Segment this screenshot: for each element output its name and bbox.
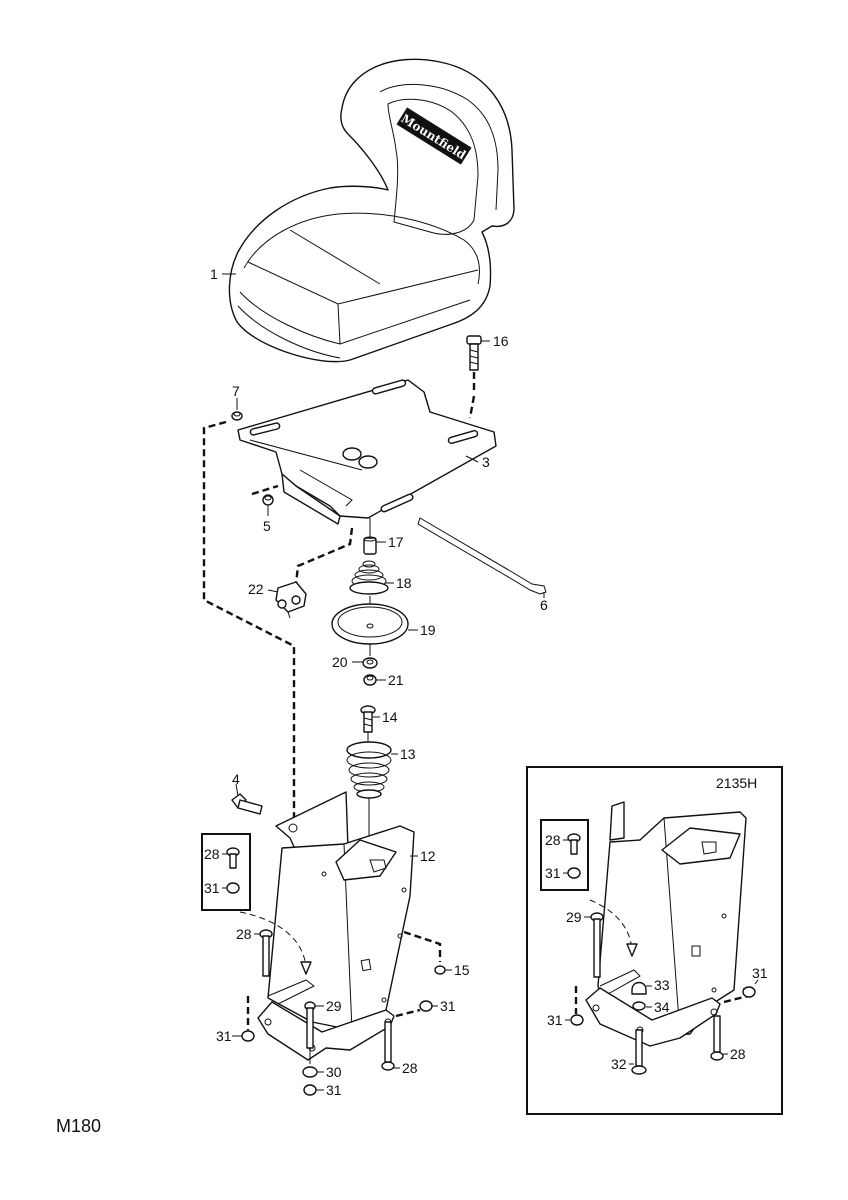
callout-13: 13	[400, 746, 416, 762]
inset-callout-34: 34	[654, 999, 670, 1015]
callout-17: 17	[388, 534, 404, 550]
inset-code: 2135H	[716, 775, 757, 791]
inset-nut-31-right	[742, 986, 756, 998]
callout-21: 21	[388, 672, 404, 688]
seat-bracket	[237, 379, 497, 525]
dashed-path-22	[294, 527, 354, 585]
bolt-14	[360, 705, 376, 733]
callout-31-right: 31	[440, 998, 456, 1014]
inset-nut-31-detail	[567, 867, 581, 879]
bolt-28	[259, 929, 273, 977]
callout-29: 29	[326, 998, 342, 1014]
detail-box	[201, 833, 251, 911]
bolt-4	[231, 793, 263, 815]
inset-nut-31-left	[570, 1014, 584, 1026]
lever-rod	[417, 517, 547, 595]
dashed-path-31-right	[395, 1008, 421, 1018]
callout-31-detail: 31	[204, 880, 220, 896]
inset-cap-33	[631, 981, 647, 995]
inset-washer-34	[632, 1001, 646, 1011]
callouts: 1 16 7 3 5 17 22 18 6 19 20 21 14 13 4 1…	[204, 266, 548, 1098]
nut-31-left	[241, 1030, 255, 1042]
callout-30: 30	[326, 1064, 342, 1080]
bolt-28-bottom	[381, 1021, 395, 1071]
callout-18: 18	[396, 575, 412, 591]
inset-callout-28: 28	[545, 832, 561, 848]
callout-7: 7	[232, 383, 240, 399]
callout-3: 3	[482, 454, 490, 470]
callout-4: 4	[232, 771, 240, 787]
callout-20: 20	[332, 654, 348, 670]
washer-30	[302, 1066, 318, 1078]
callout-15: 15	[454, 962, 470, 978]
inset-callout-33: 33	[654, 977, 670, 993]
inset-callout-31: 31	[545, 865, 561, 881]
washer-20	[362, 657, 378, 669]
nut-15	[434, 965, 446, 975]
callout-28-bottom: 28	[402, 1060, 418, 1076]
inset-callout-31-left: 31	[547, 1012, 563, 1028]
nut-21	[363, 674, 377, 686]
spring-18	[349, 560, 389, 595]
inset-bolt-28-detail	[567, 833, 581, 855]
callout-6: 6	[540, 597, 548, 613]
callout-16: 16	[493, 333, 509, 349]
curved-arrow	[239, 911, 307, 969]
seat	[228, 58, 515, 363]
bolt-28-detail	[226, 847, 240, 869]
callout-19: 19	[420, 622, 436, 638]
callout-31-left: 31	[216, 1028, 232, 1044]
callout-31-bottom: 31	[326, 1082, 342, 1098]
callout-5: 5	[263, 518, 271, 534]
callout-1: 1	[210, 266, 218, 282]
nut-31-right	[419, 1000, 433, 1012]
spring-13	[346, 741, 392, 799]
inset-bolt-32	[631, 1029, 647, 1075]
dashed-path-5	[251, 484, 279, 496]
nut-31-detail	[226, 882, 240, 894]
nut-31-bottom	[303, 1084, 317, 1096]
dashed-path-15	[403, 930, 442, 962]
inset-callout-31-right: 31	[752, 965, 768, 981]
callout-12: 12	[420, 848, 436, 864]
nut-5	[262, 494, 274, 506]
inset-callout-29: 29	[566, 909, 582, 925]
bolt-29	[304, 1001, 316, 1049]
callout-28-detail: 28	[204, 846, 220, 862]
nut-7	[231, 411, 243, 421]
bushing-17	[363, 536, 377, 555]
drawing-code: M180	[56, 1116, 101, 1136]
bolt-16	[466, 335, 482, 371]
clip-22	[275, 581, 307, 619]
dashed-path-7	[202, 420, 296, 832]
inset-callout-32: 32	[611, 1056, 627, 1072]
inset-callout-28-bottom: 28	[730, 1046, 746, 1062]
callout-14: 14	[382, 709, 398, 725]
pedestal	[257, 791, 415, 1061]
callout-28-left: 28	[236, 926, 252, 942]
inset-bolt-28-bottom	[710, 1015, 724, 1061]
inset-panel: 2135H	[526, 766, 783, 1115]
dashed-path-16	[468, 372, 476, 419]
callout-22: 22	[248, 581, 264, 597]
plate-19	[331, 603, 409, 645]
